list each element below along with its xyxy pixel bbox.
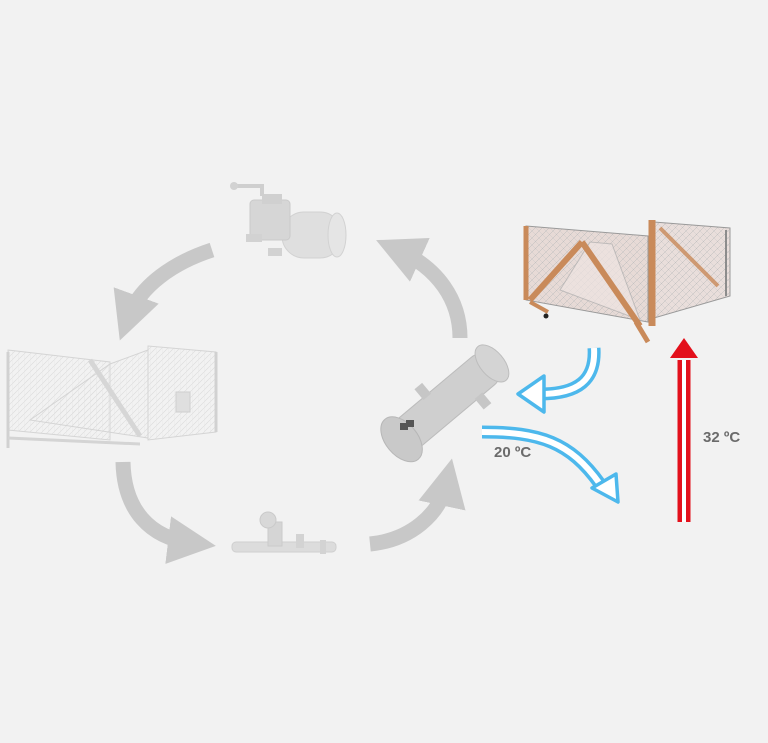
cycle-arrow-valve-to-evaporator [369,458,466,552]
cycle-arrow-compressor-to-condenser [113,242,215,341]
cold-water-supply-arrow [481,425,620,504]
v-frame-condenser-icon [6,345,218,448]
cold-temperature-label: 20 ºC [494,444,532,461]
v-frame-dry-cooler-icon [523,220,731,344]
shell-tube-evaporator-icon [380,344,510,463]
hot-air-arrow [670,338,698,522]
cycle-arrow-condenser-to-valve [115,461,216,564]
hot-temperature-label: 32 ºC [703,429,741,446]
cycle-arrow-evaporator-to-compressor [376,237,468,339]
compressor-icon [230,182,347,259]
expansion-valve-icon [231,511,337,554]
cold-water-return-arrow [516,347,601,414]
